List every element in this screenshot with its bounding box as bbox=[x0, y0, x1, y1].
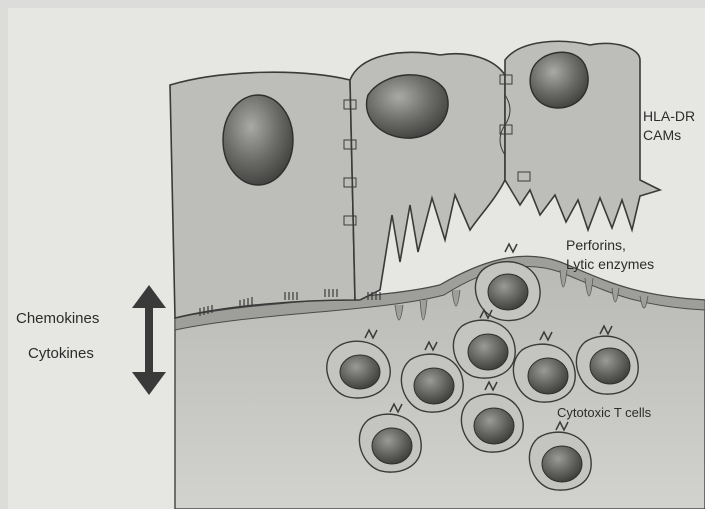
label-chemokines: Chemokines bbox=[16, 310, 99, 328]
nucleus-2 bbox=[366, 75, 448, 138]
label-hla-dr: HLA-DR bbox=[643, 107, 695, 125]
label-lytic-enzymes: Lytic enzymes bbox=[566, 255, 654, 273]
label-perforins: Perforins, bbox=[566, 236, 626, 254]
nucleus-1 bbox=[223, 95, 293, 185]
label-cytokines: Cytokines bbox=[28, 345, 94, 363]
nucleus-3 bbox=[530, 52, 588, 108]
label-cytotoxic-t-cells: Cytotoxic T cells bbox=[557, 404, 651, 422]
label-cams: CAMs bbox=[643, 126, 681, 144]
